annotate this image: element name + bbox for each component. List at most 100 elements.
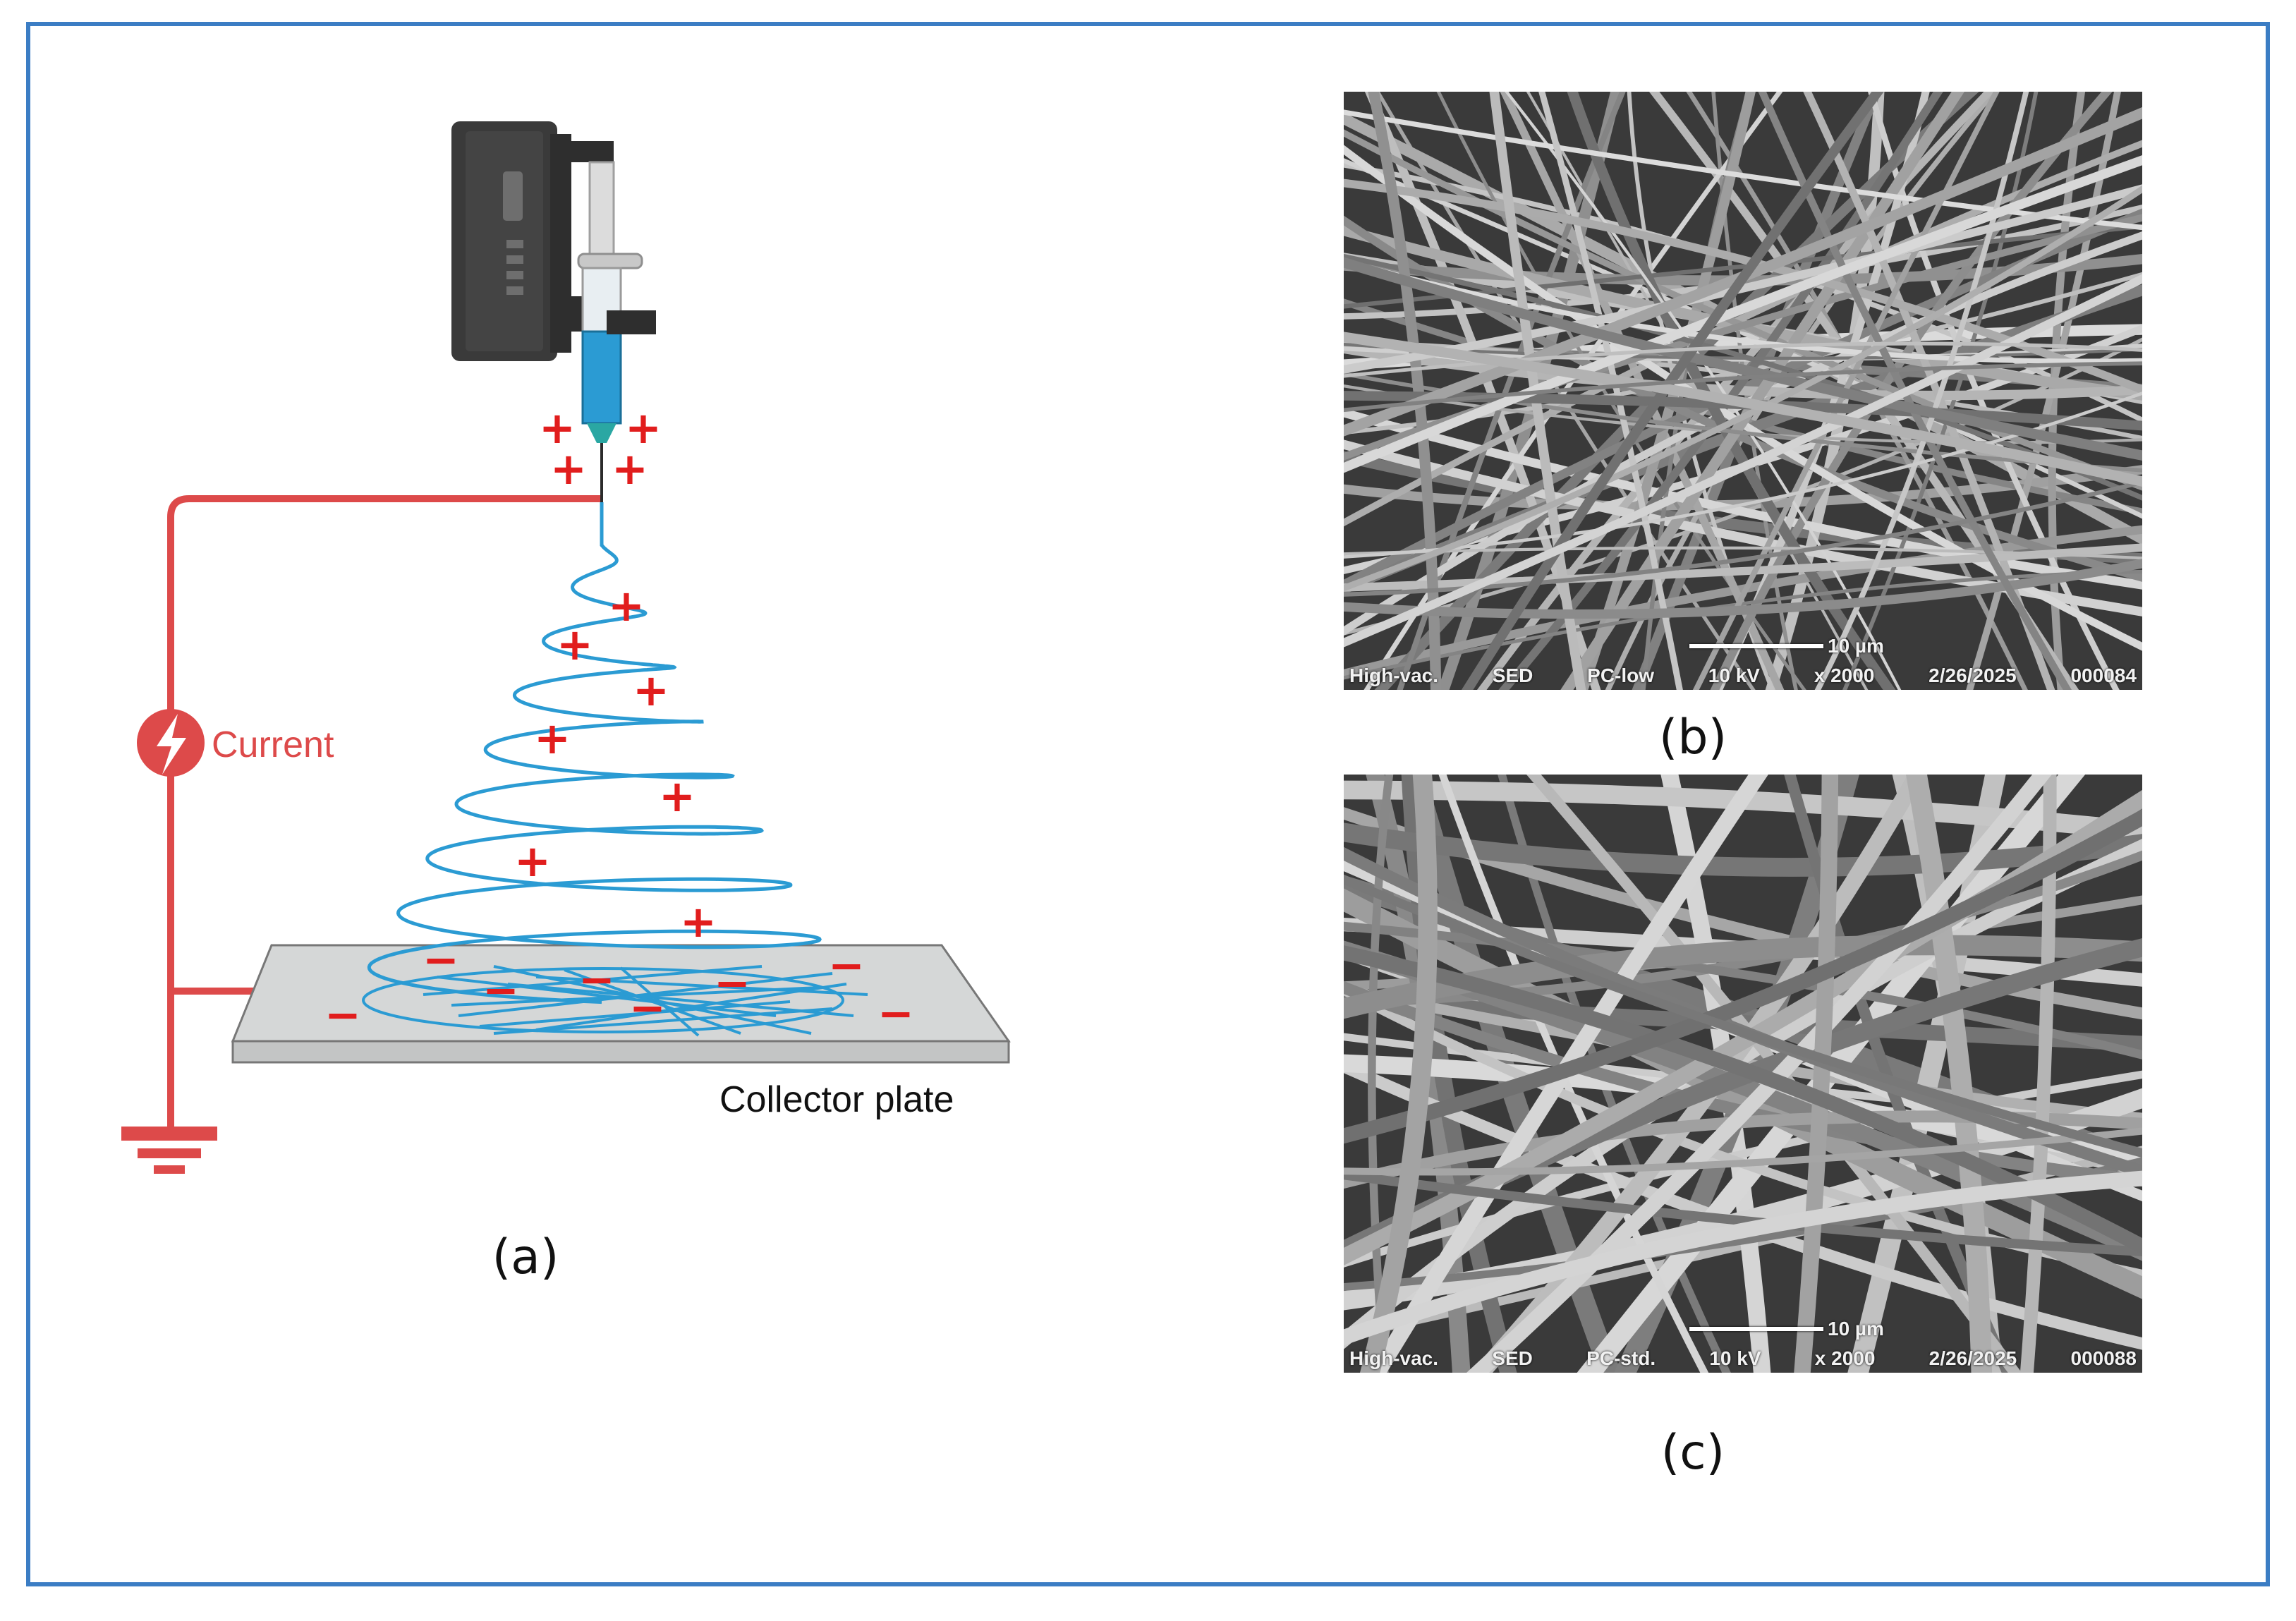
nanofiber bbox=[1359, 775, 1438, 1373]
deposited-fiber bbox=[535, 976, 868, 996]
positive-charge: + bbox=[633, 664, 669, 716]
nanofiber bbox=[1344, 543, 2142, 592]
ground-icon bbox=[121, 1127, 217, 1174]
nanofiber bbox=[1344, 361, 2142, 413]
positive-charge: + bbox=[514, 835, 551, 887]
negative-charge: − bbox=[423, 934, 459, 985]
negative-charge: − bbox=[324, 989, 361, 1040]
positive-charge: + bbox=[680, 896, 717, 947]
nanofiber bbox=[2019, 775, 2057, 1373]
syringe-pump-icon bbox=[451, 121, 614, 361]
negative-charges: −−−−−−−− bbox=[324, 934, 914, 1040]
positive-charge: + bbox=[557, 619, 593, 670]
negative-charge: − bbox=[877, 988, 914, 1039]
deposited-fiber bbox=[493, 1007, 833, 1035]
databar-detector: SED bbox=[1492, 1347, 1533, 1369]
databar-detector: SED bbox=[1492, 664, 1533, 686]
nanofiber bbox=[1344, 945, 2142, 1255]
deposited-fiber-loop bbox=[362, 967, 844, 1033]
sem-databar: High-vac. SED PC-low 10 kV x 2000 2/26/2… bbox=[1344, 662, 2142, 690]
nanofiber bbox=[1344, 921, 2142, 1060]
nanofiber bbox=[1466, 775, 2052, 1373]
positive-charge: + bbox=[539, 402, 576, 454]
databar-date: 2/26/2025 bbox=[1928, 664, 2017, 686]
databar-image-number: 000084 bbox=[2070, 664, 2137, 686]
nanofiber bbox=[1577, 775, 2086, 1373]
scale-line bbox=[1689, 1327, 1823, 1331]
databar-image-number: 000088 bbox=[2070, 1347, 2137, 1369]
collector-label: Collector plate bbox=[719, 1079, 954, 1120]
nanofiber bbox=[1344, 1127, 2142, 1176]
nanofiber bbox=[1344, 109, 2142, 231]
nanofiber bbox=[1344, 1170, 2142, 1346]
positive-charge: + bbox=[608, 580, 645, 631]
sem-image-std: 10 µm High-vac. SED PC-std. 10 kV x 2000… bbox=[1344, 775, 2142, 1373]
databar-mode: High-vac. bbox=[1349, 1347, 1439, 1369]
nanofiber bbox=[1344, 274, 2142, 648]
fiber-network bbox=[1344, 92, 2142, 690]
nanofiber bbox=[1367, 775, 1768, 1373]
positive-charge: + bbox=[550, 443, 587, 494]
databar-voltage: 10 kV bbox=[1708, 664, 1760, 686]
nanofiber bbox=[1344, 107, 2142, 437]
panel-label-b: (b) bbox=[1659, 710, 1727, 765]
negative-charge: − bbox=[828, 940, 865, 991]
negative-charge: − bbox=[714, 957, 751, 1009]
databar-magnification: x 2000 bbox=[1814, 1347, 1876, 1369]
nanofiber bbox=[1905, 775, 1993, 1373]
nanofiber bbox=[1344, 178, 2142, 394]
positive-charges: +++++++++++ bbox=[514, 402, 717, 947]
scale-line bbox=[1689, 644, 1823, 648]
nanofiber bbox=[1344, 341, 2142, 378]
negative-charge: − bbox=[629, 982, 666, 1033]
panel-label-a: (a) bbox=[492, 1230, 559, 1285]
scale-bar: 10 µm bbox=[1689, 1318, 1884, 1340]
sem-databar: High-vac. SED PC-std. 10 kV x 2000 2/26/… bbox=[1344, 1344, 2142, 1373]
fiber-jet bbox=[367, 502, 822, 1004]
negative-charge: − bbox=[482, 964, 519, 1016]
deposited-fiber bbox=[619, 966, 700, 1037]
nanofiber bbox=[1344, 154, 2142, 473]
fiber-network bbox=[1344, 775, 2142, 1373]
deposited-fiber bbox=[451, 986, 819, 1007]
nanofiber bbox=[1344, 214, 2142, 461]
databar-voltage: 10 kV bbox=[1709, 1347, 1761, 1369]
syringe-icon bbox=[577, 161, 656, 502]
databar-mode: High-vac. bbox=[1349, 664, 1439, 686]
figure-frame bbox=[26, 22, 2270, 1586]
nanofiber bbox=[1368, 92, 1442, 690]
nanofiber bbox=[1344, 408, 2142, 590]
nanofiber bbox=[1344, 559, 2142, 619]
nanofiber bbox=[1397, 92, 1626, 690]
nanofiber bbox=[1344, 140, 2142, 527]
circuit-wire bbox=[167, 495, 603, 995]
positive-charge: + bbox=[534, 712, 571, 764]
nanofiber bbox=[1344, 332, 2142, 487]
nanofiber bbox=[2048, 92, 2086, 690]
nanofiber bbox=[1344, 215, 2142, 582]
databar-pressure: PC-low bbox=[1587, 664, 1655, 686]
nanofiber bbox=[1344, 480, 2142, 597]
sem-image-low: 10 µm High-vac. SED PC-low 10 kV x 2000 … bbox=[1344, 92, 2142, 690]
scale-text: 10 µm bbox=[1828, 1318, 1884, 1340]
nanofiber bbox=[1344, 808, 2142, 1144]
current-source bbox=[137, 709, 205, 777]
negative-charge: − bbox=[578, 954, 615, 1005]
positive-charge: + bbox=[612, 443, 648, 494]
nanofiber bbox=[1344, 129, 2142, 491]
nanofiber bbox=[1344, 257, 2142, 461]
databar-pressure: PC-std. bbox=[1586, 1347, 1656, 1369]
panel-label-c: (c) bbox=[1661, 1425, 1725, 1481]
databar-date: 2/26/2025 bbox=[1928, 1347, 2017, 1369]
nanofiber bbox=[1489, 92, 1586, 690]
fiber-mat bbox=[362, 965, 868, 1037]
positive-charge: + bbox=[659, 770, 696, 822]
databar-magnification: x 2000 bbox=[1814, 664, 1875, 686]
positive-charge: + bbox=[625, 402, 662, 454]
nanofiber bbox=[1461, 92, 1884, 690]
nanofiber bbox=[1344, 184, 2142, 374]
scale-text: 10 µm bbox=[1828, 635, 1884, 657]
scale-bar: 10 µm bbox=[1689, 635, 1884, 657]
current-label: Current bbox=[212, 724, 334, 765]
